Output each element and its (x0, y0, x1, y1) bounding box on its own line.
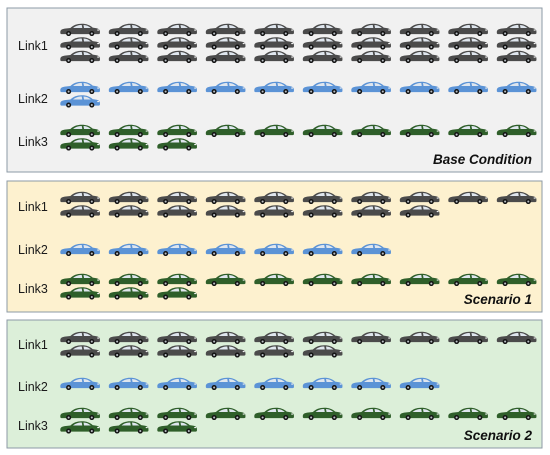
link1-label: Link1 (18, 200, 48, 214)
panel-scenario-1: Link1 Link2 Link3 Scenario 1 (6, 180, 543, 313)
panel-scenario-2: Link1 Link2 Link3 Scenario 2 (6, 319, 543, 449)
panel-caption: Scenario 1 (464, 292, 532, 307)
link1-label: Link1 (18, 338, 48, 352)
link3-label: Link3 (18, 282, 48, 296)
link1-label: Link1 (18, 39, 48, 53)
link2-label: Link2 (18, 92, 48, 106)
panel-caption: Scenario 2 (464, 428, 533, 443)
panel-base-condition: Link1 Link2 Link3 Base Condition (6, 7, 543, 173)
link2-label: Link2 (18, 380, 48, 394)
link2-label: Link2 (18, 243, 48, 257)
link3-label: Link3 (18, 135, 48, 149)
panel-caption: Base Condition (433, 152, 532, 167)
link3-label: Link3 (18, 419, 48, 433)
